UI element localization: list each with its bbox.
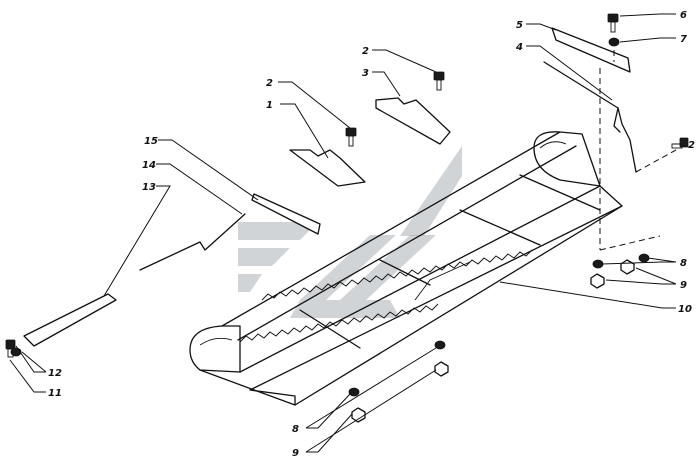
rail-back-bottom [237,145,577,341]
cross-member-3 [459,209,541,246]
part-1-blade [289,149,366,187]
callout-2-left: 2 [266,78,273,89]
bolt-icon [607,13,619,33]
right-plate-scale [539,141,567,149]
callout-11: 11 [48,388,62,399]
callout-13: 13 [142,182,156,193]
washer-icon [638,253,650,263]
zigzag-strip-a [239,303,439,343]
washer-icon [608,37,620,47]
cross-member-1 [299,309,361,349]
part-14-rod [139,213,246,271]
washer-icon [348,387,360,397]
part-13-plate [23,293,117,347]
cross-member-4 [519,174,601,211]
washer-icon [434,340,446,350]
callout-9-right: 9 [680,280,687,291]
cross-member-2 [379,259,431,286]
callout-5: 5 [516,20,523,31]
alignment-lines [599,50,677,251]
part-5-bar [551,27,631,73]
rail-front-bottom [249,205,623,391]
frame-corner-left [249,389,296,406]
bolt-icon [345,127,357,147]
callout-3: 3 [362,68,369,79]
nut-icon [620,259,635,275]
callout-7: 7 [680,34,687,45]
callout-12: 12 [48,368,62,379]
callout-6: 6 [680,10,687,21]
callout-8-right: 8 [680,258,687,269]
callout-9-bottom: 9 [292,448,299,459]
bolt-icon [5,339,16,358]
callout-14: 14 [142,160,156,171]
washer-icon [592,259,604,269]
right-end-plate [533,131,601,187]
left-end-plate [189,325,241,373]
bolt-icon [433,71,445,91]
rail-front-top [239,185,601,373]
callout-2-top: 2 [362,46,369,57]
leader-lines [9,13,682,453]
callout-15: 15 [144,136,158,147]
cross-bracket [414,261,471,301]
bolt-icon [671,137,689,149]
main-frame [189,131,623,406]
frame-base-outline [199,185,623,406]
part-3-blade [375,97,451,145]
callout-10: 10 [678,304,692,315]
washer-icon [10,347,22,357]
callout-1: 1 [266,100,273,111]
zigzag-strip-b [261,249,533,301]
callout-2-right: 2 [688,140,695,151]
part-4-lever [543,61,637,173]
callout-8-bottom: 8 [292,424,299,435]
watermark-logo [238,146,462,318]
left-plate-scale [199,337,233,346]
callout-4: 4 [515,42,523,53]
part-15-strip [251,193,321,235]
nut-icon [351,407,366,423]
nut-icon [434,361,449,377]
nut-icon [590,273,605,289]
